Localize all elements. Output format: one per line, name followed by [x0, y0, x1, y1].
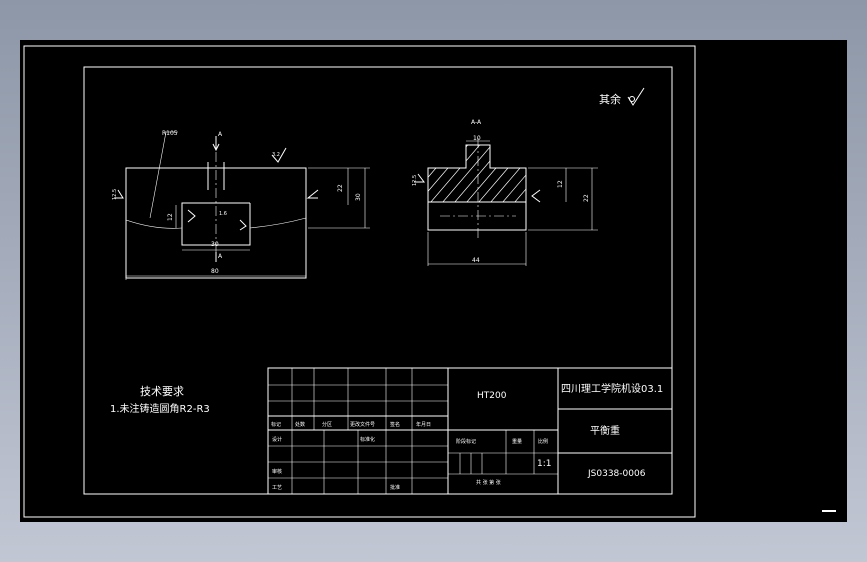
- tb-label-review: 审核: [272, 468, 282, 475]
- section-dim-width: 44: [472, 257, 480, 264]
- engineering-drawing: 其余 R105 A: [23, 45, 696, 518]
- school-label: 四川理工学院机设03.1: [561, 382, 663, 395]
- section-dim-height: 22: [583, 194, 590, 202]
- front-view: [114, 131, 370, 280]
- section-dim-key: 10: [473, 135, 481, 142]
- tech-req-item: 1.未注铸造圆角R2-R3: [110, 402, 210, 415]
- cad-viewport[interactable]: 其余 R105 A: [20, 40, 847, 522]
- tb-label-approve: 批准: [390, 484, 400, 491]
- part-name-label: 平衡重: [590, 424, 620, 437]
- tb-label-ratio: 比例: [538, 438, 548, 445]
- ucs-axis-indicator: [822, 510, 836, 512]
- scale-label: 1:1: [537, 459, 551, 469]
- front-dim-slot-width: 30: [211, 241, 219, 248]
- front-dim-upper: 22: [337, 184, 344, 192]
- tb-label-process: 工艺: [272, 485, 282, 491]
- section-view: [414, 138, 598, 266]
- view-arrow-label-top: A: [218, 131, 223, 138]
- front-dim-slot-depth: 12: [167, 213, 174, 221]
- front-dim-height: 30: [355, 193, 362, 201]
- front-dim-width: 80: [211, 268, 219, 275]
- roughness-value-slot: 1.6: [219, 211, 227, 217]
- tb-label-sheets: 共 张 第 张: [476, 479, 501, 486]
- tb-label-date: 年月日: [416, 421, 431, 428]
- title-block: [267, 367, 673, 495]
- drawing-number-label: JS0338-0006: [587, 469, 646, 479]
- tb-label-designer: 设计: [272, 436, 282, 443]
- roughness-value-top: 3.2: [272, 152, 280, 158]
- tb-label-mark: 标记: [271, 421, 281, 428]
- roughness-note-text: 其余: [599, 92, 621, 106]
- view-arrow-label-bottom: A: [218, 253, 223, 260]
- section-hatch: [428, 145, 526, 202]
- tb-label-count: 处数: [295, 421, 305, 428]
- section-roughness-value: 12.5: [412, 175, 418, 186]
- material-label: HT200: [477, 391, 507, 401]
- section-dim-top: 12: [557, 180, 564, 188]
- tb-label-change-doc: 更改文件号: [350, 421, 375, 428]
- tb-label-stage-mark: 阶段标记: [456, 438, 476, 445]
- tb-label-standardize: 标准化: [360, 436, 375, 443]
- tb-label-zone: 分区: [322, 421, 332, 428]
- radius-label: R105: [162, 130, 178, 137]
- tb-label-weight: 重量: [512, 438, 522, 445]
- sheet-outer-border: [23, 45, 696, 518]
- tb-label-sign: 签名: [390, 421, 400, 428]
- section-label: A-A: [471, 119, 482, 126]
- tech-req-title: 技术要求: [140, 385, 184, 398]
- roughness-value-left: 12.5: [112, 189, 118, 200]
- roughness-symbol-icon: [627, 87, 645, 106]
